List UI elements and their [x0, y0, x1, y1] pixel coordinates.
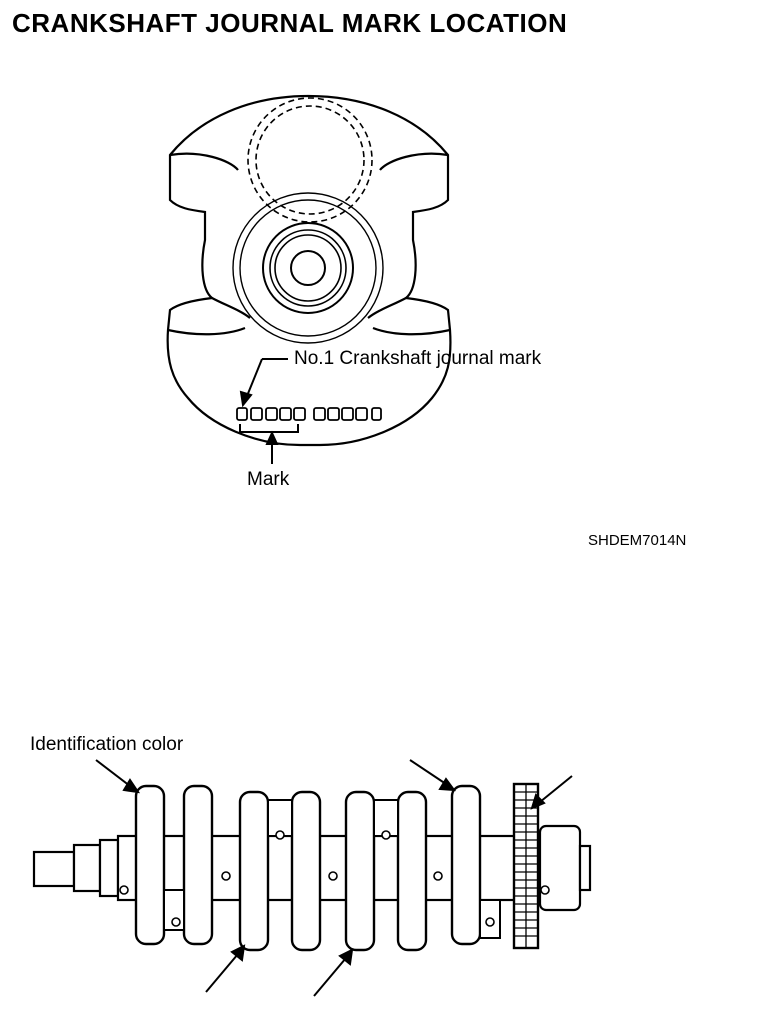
page-title: CRANKSHAFT JOURNAL MARK LOCATION — [12, 8, 568, 38]
crankshaft-end-view-diagram — [166, 94, 452, 464]
identification-color-label: Identification color — [30, 734, 184, 755]
figure-code: SHDEM7014N — [588, 532, 687, 549]
mark-label: Mark — [247, 469, 290, 490]
journal-mark-label: No.1 Crankshaft journal mark — [294, 348, 542, 369]
